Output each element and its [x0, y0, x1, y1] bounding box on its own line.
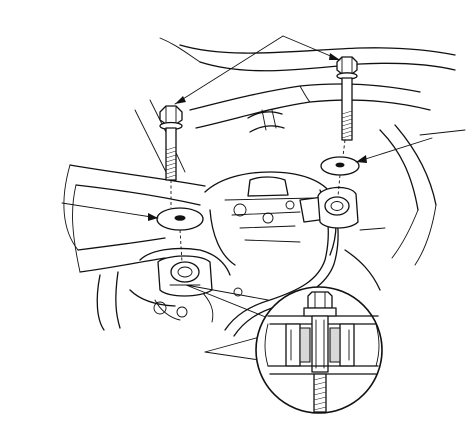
left-washer: [156, 207, 204, 231]
right-washer: [320, 156, 360, 176]
left-mount-bushing: [157, 255, 213, 297]
right-bolt-axis: [342, 139, 346, 157]
left-bolt: [159, 105, 183, 181]
detail-inset: [255, 286, 383, 414]
right-mount-bushing: [317, 186, 359, 229]
frame-outline: [63, 37, 466, 337]
right-bolt: [336, 56, 358, 141]
right-washer-axis: [337, 174, 341, 197]
